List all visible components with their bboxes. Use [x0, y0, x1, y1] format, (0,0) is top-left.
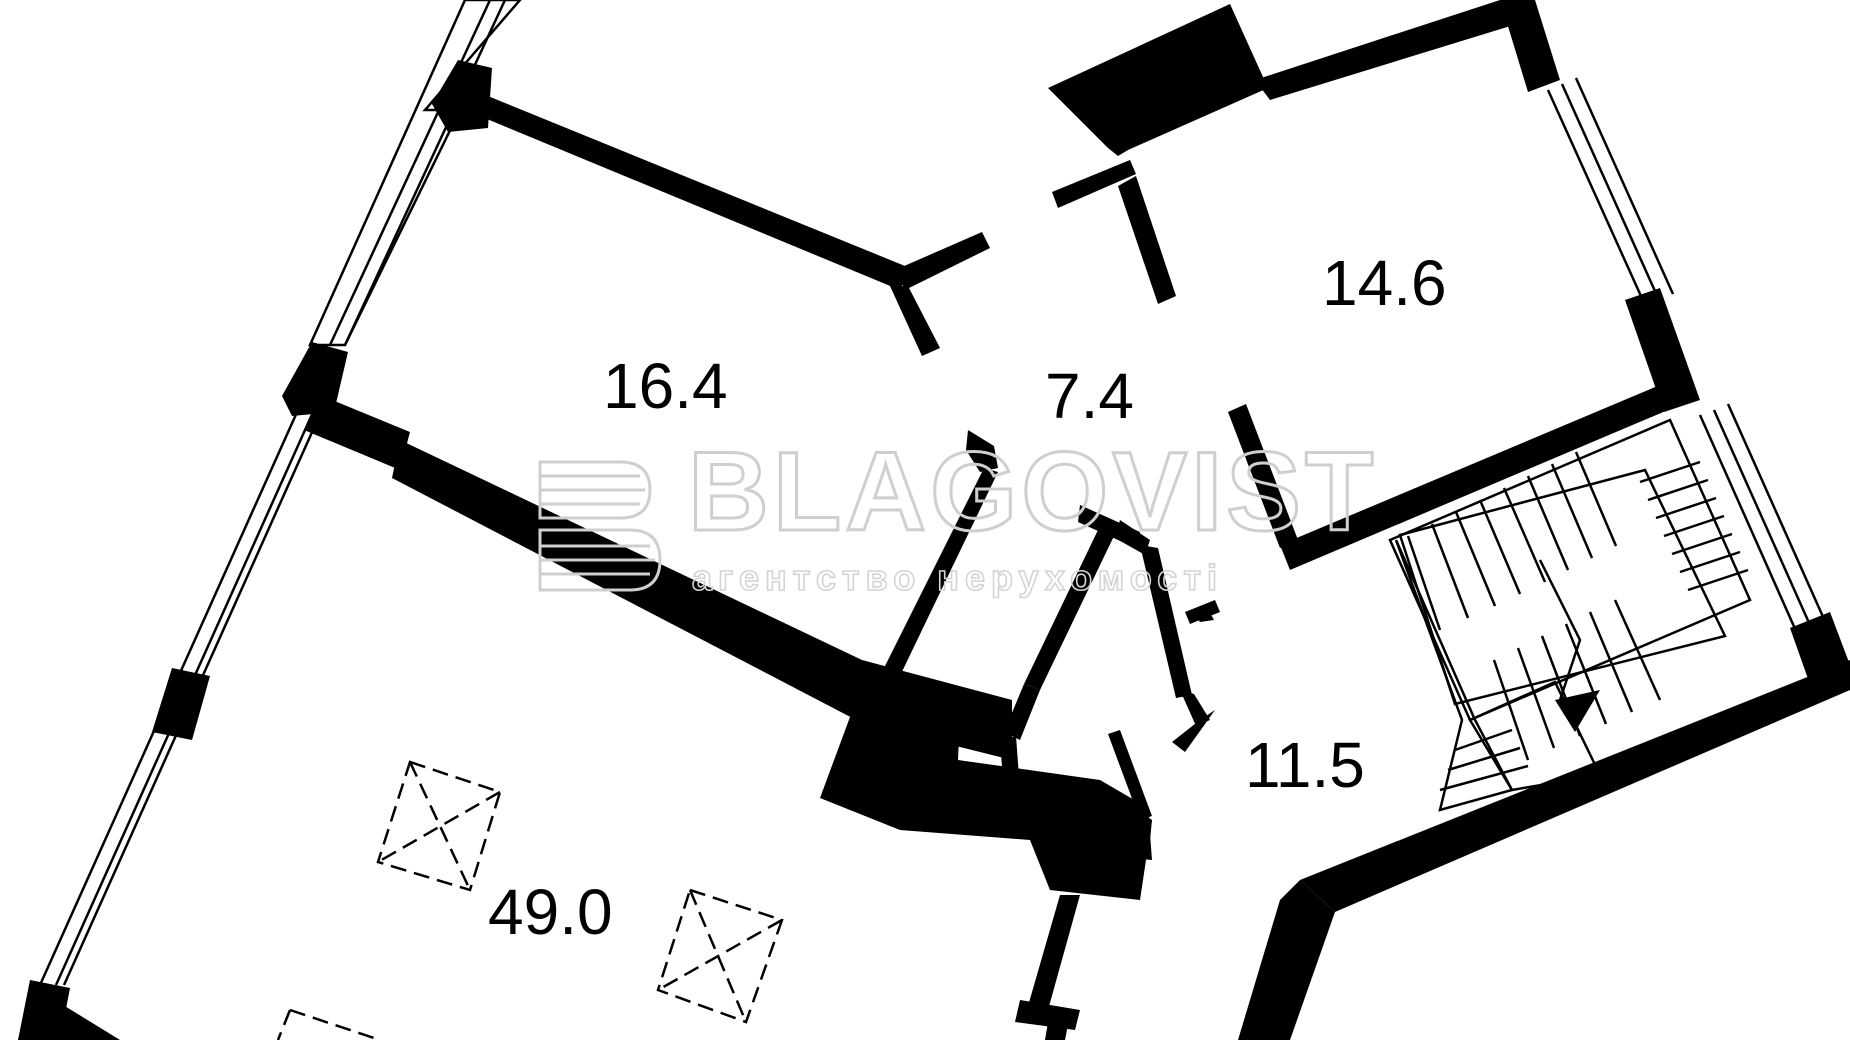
wall-14-6-right-top: [1500, 0, 1560, 92]
window-upper-left: [308, 0, 522, 347]
stair-tread-20: [1516, 647, 1556, 749]
pier-lower-left: [152, 668, 210, 740]
wall-lower-core-4: [1045, 1010, 1070, 1040]
stair-tread-18: [1564, 623, 1608, 725]
stair-tread-10: [1647, 478, 1709, 502]
window-right-lower-1: [1698, 414, 1802, 641]
stair-tread-21: [1492, 659, 1530, 761]
window-right-lower-2: [1712, 409, 1816, 635]
core-block: [820, 690, 1152, 900]
wall-stub-right-lower: [1108, 730, 1152, 820]
stair-lower-tread-3: [1439, 764, 1529, 792]
walls: [18, 0, 1850, 1040]
wall-14-6-left-stub: [1228, 404, 1298, 548]
wall-14-6-door-top: [1052, 160, 1136, 208]
stair-tread-5: [1502, 487, 1547, 583]
wall-lower-core-2: [1028, 895, 1080, 1010]
dashed-square-1-diag-a: [408, 761, 472, 891]
stair-tread-9: [1639, 460, 1701, 484]
dashed-square-3: [289, 1008, 381, 1040]
wall-corridor-left-1: [966, 430, 998, 472]
window-right-upper-3: [1574, 77, 1675, 295]
stair-well: [1398, 468, 1727, 706]
stair-outer: [1388, 418, 1752, 722]
dashed-square-3-side: [276, 1009, 292, 1040]
dashed-square-1: [376, 760, 502, 892]
staircase: [1388, 418, 1752, 812]
wall-11-5-bottom: [1300, 660, 1850, 912]
pier-mid-left: [282, 342, 348, 416]
room-area-7-4: 7.4: [1045, 360, 1134, 432]
stair-tread-13: [1671, 532, 1733, 556]
window-upper-left-pane: [328, 0, 492, 346]
stair-tread-16: [1613, 599, 1662, 701]
stair-tread-11: [1655, 496, 1717, 520]
watermark: BLAGOVIST агентство нерухомості: [538, 428, 1377, 599]
stair-left-landing: [1394, 539, 1514, 812]
watermark-brand: BLAGOVIST: [688, 429, 1377, 554]
stair-tread-12: [1663, 514, 1725, 538]
stair-tread-14: [1679, 550, 1741, 574]
wall-corridor-right-2: [1140, 545, 1192, 698]
stair-arrow-icon: [1555, 690, 1600, 732]
right-windows: [1546, 77, 1830, 641]
watermark-tagline: агентство нерухомості: [692, 557, 1223, 598]
stair-tread-4: [1478, 499, 1522, 595]
wall-corridor-mid-2: [1024, 530, 1114, 690]
pier-right-mid: [1625, 288, 1700, 412]
room-area-49-0: 49.0: [488, 876, 613, 948]
stair-tread-3: [1454, 511, 1497, 607]
stair-tread-6: [1526, 475, 1570, 571]
room-area-14-6: 14.6: [1322, 247, 1447, 319]
shaft-block: [1048, 4, 1268, 156]
room-area-11-5: 11.5: [1245, 729, 1365, 801]
wall-16-4-door-top: [895, 232, 990, 290]
room-area-16-4: 16.4: [603, 350, 728, 422]
wall-corridor-right-6: [1172, 710, 1215, 752]
window-right-upper-1: [1546, 89, 1647, 306]
wall-corridor-mid-3: [1004, 684, 1040, 740]
wall-14-6-top: [1255, 0, 1530, 100]
stair-lower-flight: [1468, 680, 1602, 792]
wall-16-4-bottom: [304, 395, 410, 470]
stair-lower-tread-1: [1454, 728, 1513, 752]
wall-14-6-door-stub: [1118, 176, 1176, 304]
stair-tread-1: [1406, 535, 1442, 631]
stair-tread-8: [1574, 451, 1618, 547]
wall-corridor-right-5: [1185, 600, 1220, 624]
wall-corridor-right-3: [1180, 690, 1210, 726]
stair-tread-2: [1430, 523, 1470, 619]
window-upper-left-pane-2: [343, 0, 507, 346]
wall-16-4-top: [470, 92, 910, 290]
wall-corridor-left-2: [882, 468, 998, 680]
watermark-logo-icon: [538, 460, 662, 592]
wall-corridor-core-link: [1000, 736, 1020, 794]
dashed-square-2: [656, 888, 784, 1024]
window-right-lower-3: [1726, 403, 1830, 629]
stair-tread-17: [1588, 611, 1634, 713]
wall-bottom-left: [50, 1000, 120, 1040]
window-right-upper-2: [1560, 83, 1661, 301]
stair-tread-15: [1687, 568, 1749, 592]
wall-49-top: [392, 440, 1012, 760]
wall-14-6-bottom: [1280, 385, 1668, 570]
stair-tread-7: [1550, 463, 1594, 559]
wall-11-5-corner: [1238, 880, 1335, 1040]
wall-lower-core-1: [1100, 820, 1152, 840]
stair-lower-tread-2: [1447, 746, 1521, 772]
furniture-markers: [276, 760, 784, 1040]
stair-walk-line: [1538, 559, 1582, 701]
wall-16-4-door-stub: [890, 286, 940, 356]
